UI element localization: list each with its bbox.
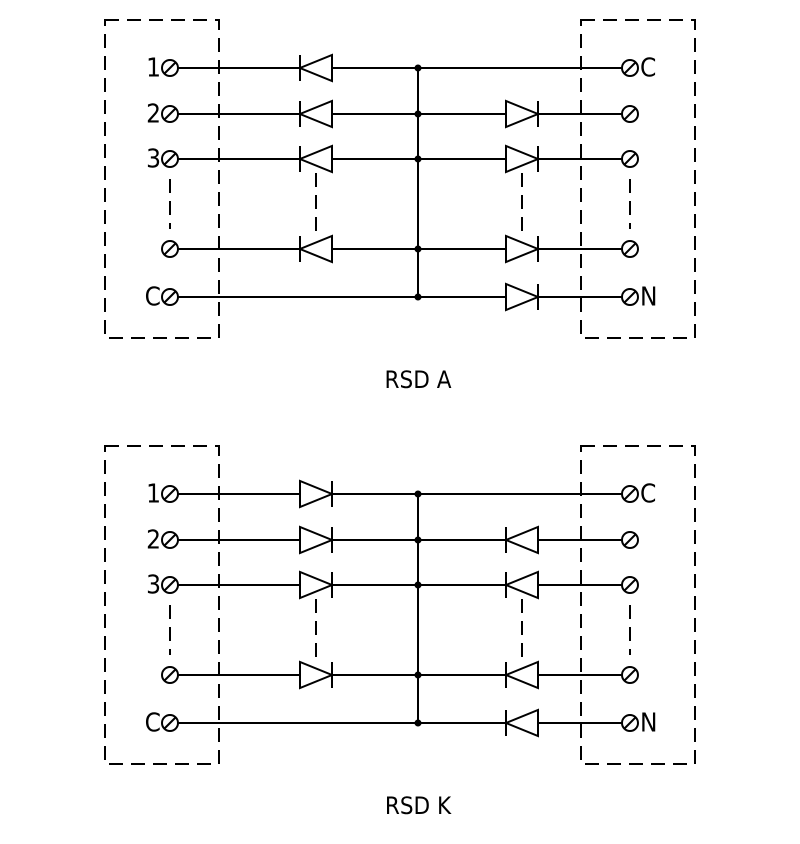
terminal-label-left-rsd-k-1: 1 [146, 480, 161, 510]
terminal-left-rsd-a-3 [161, 150, 179, 168]
diode-left-rsd-a-1 [297, 53, 333, 83]
diode-left-rsd-k-4 [299, 660, 335, 690]
junction-dot-rsd-a-2 [414, 110, 422, 118]
terminal-right-rsd-k-4 [621, 666, 639, 684]
terminal-left-rsd-k-5 [161, 714, 179, 732]
terminal-label-left-rsd-a-2: 2 [146, 100, 161, 130]
diode-right-rsd-a-3 [505, 144, 541, 174]
junction-dot-rsd-k-4 [414, 671, 422, 679]
terminal-right-rsd-a-3 [621, 150, 639, 168]
terminal-right-rsd-a-1 [621, 59, 639, 77]
terminal-left-rsd-k-2 [161, 531, 179, 549]
junction-dot-rsd-a-4 [414, 245, 422, 253]
terminal-right-rsd-k-3 [621, 576, 639, 594]
terminal-label-left-rsd-k-5: C [145, 709, 161, 739]
terminal-label-left-rsd-a-1: 1 [146, 54, 161, 84]
terminal-label-right-rsd-a-5: N [640, 283, 658, 313]
terminal-right-rsd-k-2 [621, 531, 639, 549]
terminal-label-left-rsd-k-3: 3 [146, 571, 161, 601]
junction-dot-rsd-a-5 [414, 293, 422, 301]
terminal-left-rsd-a-2 [161, 105, 179, 123]
terminal-left-rsd-k-1 [161, 485, 179, 503]
diode-right-rsd-k-2 [503, 525, 539, 555]
terminal-label-right-rsd-k-1: C [640, 480, 656, 510]
terminal-label-right-rsd-k-5: N [640, 709, 658, 739]
diode-left-rsd-a-4 [297, 234, 333, 264]
terminal-label-right-rsd-a-1: C [640, 54, 656, 84]
terminal-right-rsd-k-5 [621, 714, 639, 732]
terminal-label-left-rsd-k-2: 2 [146, 526, 161, 556]
diode-left-rsd-k-3 [299, 570, 335, 600]
right-terminal-block-rsd-a [580, 19, 696, 339]
junction-dot-rsd-a-3 [414, 155, 422, 163]
diode-right-rsd-k-5 [503, 708, 539, 738]
terminal-label-left-rsd-a-3: 3 [146, 145, 161, 175]
diode-left-rsd-k-2 [299, 525, 335, 555]
junction-dot-rsd-k-3 [414, 581, 422, 589]
terminal-left-rsd-a-1 [161, 59, 179, 77]
junction-dot-rsd-k-2 [414, 536, 422, 544]
terminal-left-rsd-a-5 [161, 288, 179, 306]
junction-dot-rsd-a-1 [414, 64, 422, 72]
diode-right-rsd-k-4 [503, 660, 539, 690]
terminal-left-rsd-k-4 [161, 666, 179, 684]
diode-left-rsd-a-3 [297, 144, 333, 174]
diode-right-rsd-a-2 [505, 99, 541, 129]
diagram-title-rsd-k: RSD K [385, 792, 452, 820]
diagram-title-rsd-a: RSD A [385, 366, 452, 394]
diode-right-rsd-a-4 [505, 234, 541, 264]
diode-left-rsd-a-2 [297, 99, 333, 129]
terminal-left-rsd-k-3 [161, 576, 179, 594]
terminal-left-rsd-a-4 [161, 240, 179, 258]
right-terminal-block-rsd-k [580, 445, 696, 765]
left-terminal-block-rsd-k [104, 445, 220, 765]
terminal-right-rsd-k-1 [621, 485, 639, 503]
terminal-right-rsd-a-5 [621, 288, 639, 306]
diode-left-rsd-k-1 [299, 479, 335, 509]
left-terminal-block-rsd-a [104, 19, 220, 339]
junction-dot-rsd-k-1 [414, 490, 422, 498]
terminal-right-rsd-a-2 [621, 105, 639, 123]
terminal-label-left-rsd-a-5: C [145, 283, 161, 313]
diode-right-rsd-a-5 [505, 282, 541, 312]
junction-dot-rsd-k-5 [414, 719, 422, 727]
diode-right-rsd-k-3 [503, 570, 539, 600]
terminal-right-rsd-a-4 [621, 240, 639, 258]
